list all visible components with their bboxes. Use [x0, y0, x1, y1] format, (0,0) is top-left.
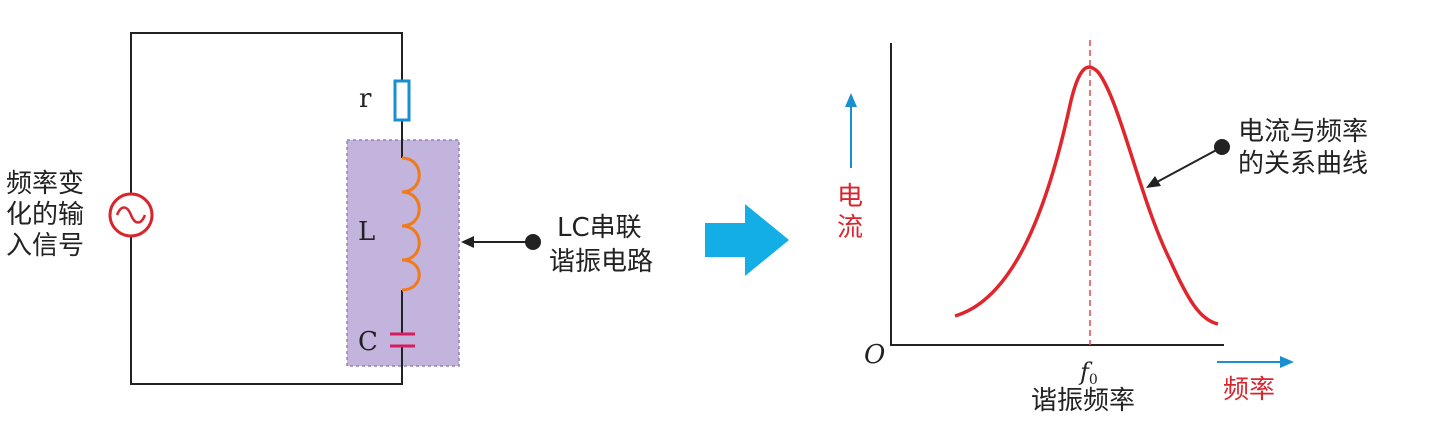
resonance-symbol-subscript: 0	[1089, 372, 1098, 388]
inductor-coil-icon	[401, 156, 421, 292]
resonance-symbol: f0	[1078, 358, 1098, 388]
resistor-icon	[393, 79, 411, 122]
capacitor-icon	[390, 332, 415, 348]
capacitor-label: C	[358, 327, 378, 357]
curve-callout: 电流与频率 的关系曲线	[1146, 117, 1368, 188]
curve-callout-pointer	[1156, 146, 1223, 183]
curve-callout-arrowhead	[1146, 176, 1161, 188]
ac-source-icon	[108, 192, 154, 238]
lc-callout-arrowhead	[461, 236, 474, 248]
lc-callout: LC串联 谐振电路	[461, 213, 653, 277]
y-axis-arrowhead	[845, 93, 857, 107]
transition-arrow-icon	[705, 204, 789, 276]
lc-callout-dot	[525, 234, 541, 250]
lc-callout-line-1: LC串联	[557, 213, 642, 243]
current-frequency-curve	[954, 65, 1219, 326]
origin-label: O	[864, 340, 885, 370]
source-label-line-1: 频率变	[6, 169, 84, 199]
inductor-label: L	[358, 217, 375, 247]
lc-callout-line-2: 谐振电路	[549, 247, 653, 277]
x-axis-arrowhead	[1280, 356, 1294, 368]
circuit-diagram: r L C 频率变 化的输 入信号 LC串联 谐振电路	[6, 32, 653, 385]
curve-callout-dot	[1214, 139, 1230, 155]
resistor-label: r	[359, 84, 372, 114]
curve-callout-line-1: 电流与频率	[1238, 117, 1368, 147]
resonance-label: 谐振频率	[1031, 386, 1135, 416]
frequency-response-graph: O 电 流 频率 f0 谐振频率 电流与频率 的关系曲线	[837, 40, 1368, 416]
circuit-wires	[130, 32, 403, 385]
graph-axes	[890, 43, 1224, 346]
source-label: 频率变 化的输 入信号	[6, 169, 84, 261]
y-axis-label-line-2: 流	[837, 213, 863, 243]
source-label-line-2: 化的输	[6, 200, 84, 230]
source-label-line-3: 入信号	[6, 231, 84, 261]
x-axis-indicator	[1217, 356, 1294, 368]
y-axis-label-line-1: 电	[837, 182, 863, 212]
curve-callout-line-2: 的关系曲线	[1238, 149, 1368, 179]
x-axis-label: 频率	[1223, 375, 1275, 405]
y-axis-indicator	[845, 93, 857, 168]
